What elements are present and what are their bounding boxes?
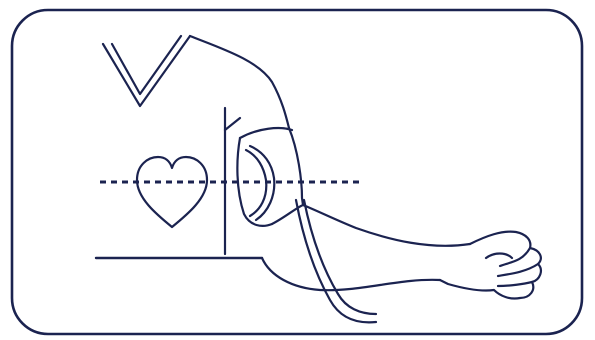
- hand-finger-1: [500, 248, 530, 266]
- hand-thumb: [486, 254, 512, 259]
- shoulder-outline: [190, 36, 289, 128]
- hand-finger-3: [498, 282, 532, 286]
- upper-arm-back: [289, 128, 303, 205]
- cuff-top: [240, 128, 292, 138]
- hand-finger-2: [498, 264, 538, 276]
- elbow-underside: [262, 258, 440, 290]
- collar-outer-line: [103, 36, 190, 106]
- cuff-tube-inner: [304, 200, 376, 314]
- forearm-top: [303, 205, 470, 246]
- collar-inner-line: [112, 36, 181, 94]
- heart-icon: [137, 157, 207, 227]
- hand-icon: [440, 232, 541, 299]
- armpit-line: [225, 118, 240, 130]
